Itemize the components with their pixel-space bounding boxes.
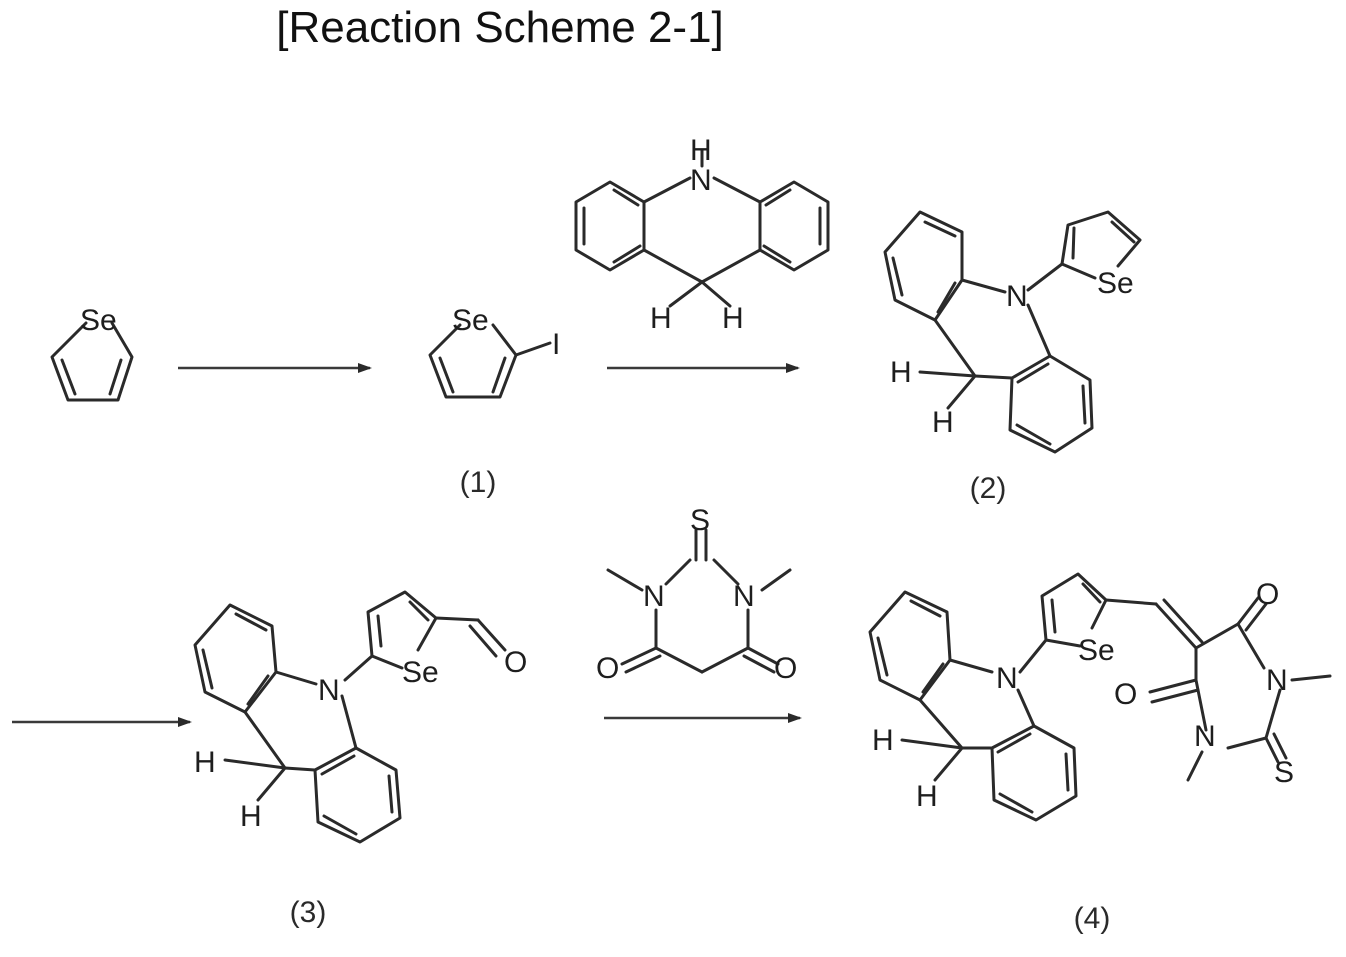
- atom-s: S: [690, 504, 710, 537]
- atom-se: Se: [1097, 267, 1134, 300]
- compound-label-3: (3): [290, 896, 327, 929]
- atom-o: O: [596, 652, 619, 685]
- atom-h: H: [650, 302, 672, 335]
- atom-n: N: [1266, 664, 1288, 697]
- atom-o: O: [1256, 578, 1279, 611]
- compound-label-4: (4): [1074, 902, 1111, 935]
- atom-h: H: [916, 780, 938, 813]
- compound-label-1: (1): [460, 466, 497, 499]
- atom-se: Se: [402, 656, 439, 689]
- atom-n: N: [1194, 720, 1216, 753]
- atom-h: H: [690, 134, 712, 167]
- atom-h: H: [722, 302, 744, 335]
- atom-n: N: [733, 580, 755, 613]
- atom-n: N: [996, 662, 1018, 695]
- acridan-reagent: N H H H: [576, 134, 828, 335]
- scheme-title: [Reaction Scheme 2-1]: [276, 3, 724, 52]
- atom-n: N: [1006, 280, 1028, 313]
- atom-se: Se: [1078, 634, 1115, 667]
- atom-h: H: [194, 746, 216, 779]
- dimethyl-thiobarbituric-acid-reagent: S N N O O: [596, 504, 797, 685]
- atom-o: O: [504, 646, 527, 679]
- atom-h: H: [872, 724, 894, 757]
- atom-h: H: [890, 356, 912, 389]
- compound-label-2: (2): [970, 472, 1007, 505]
- atom-o: O: [774, 652, 797, 685]
- compound-3-structure: N Se O H H: [194, 592, 527, 842]
- atom-s: S: [1274, 756, 1294, 789]
- selenophene-start: Se: [52, 304, 132, 400]
- atom-se: Se: [452, 304, 489, 337]
- atom-h: H: [240, 800, 262, 833]
- compound-4-structure: N Se O N O N S H H: [870, 574, 1330, 820]
- atom-h: H: [932, 406, 954, 439]
- atom-n: N: [643, 580, 665, 613]
- compound-1-structure: Se I: [430, 304, 560, 397]
- atom-n: N: [318, 674, 340, 707]
- atom-n: N: [690, 164, 712, 197]
- atom-se: Se: [80, 304, 117, 337]
- atom-i: I: [552, 328, 560, 361]
- atom-o: O: [1114, 678, 1137, 711]
- compound-2-structure: N Se H H: [885, 212, 1140, 452]
